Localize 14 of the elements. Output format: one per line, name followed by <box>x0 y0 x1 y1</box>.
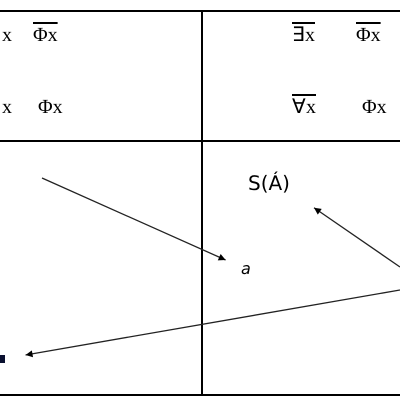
arrow <box>314 207 400 268</box>
formula-text: Φx <box>38 96 63 118</box>
arrow <box>25 289 400 358</box>
formula-text: ∃x <box>292 24 315 46</box>
formula-text: Φx <box>33 24 58 46</box>
small-square <box>0 355 5 363</box>
formula-text: Φx <box>356 24 381 46</box>
symbol-label: a <box>241 260 251 278</box>
formula-text: x <box>2 24 12 46</box>
formula-text: ∀x <box>292 96 316 118</box>
arrow <box>42 177 226 261</box>
formula-text: x <box>2 96 12 118</box>
formula-text: Φx <box>362 96 387 118</box>
symbol-label: S(Á) <box>248 172 290 194</box>
